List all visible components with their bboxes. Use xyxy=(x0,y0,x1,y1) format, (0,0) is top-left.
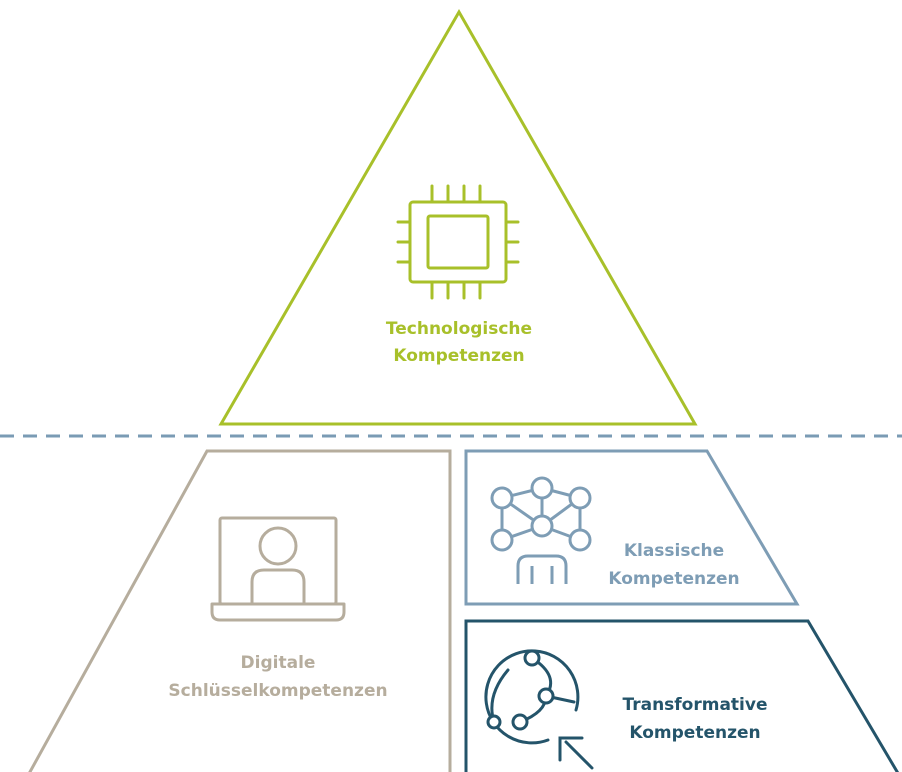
digital-trapezoid xyxy=(28,449,452,772)
laptop-user-icon xyxy=(210,516,346,622)
digital-label-line1: Digitale xyxy=(241,653,316,673)
technological-triangle xyxy=(218,8,698,426)
transformative-trapezoid xyxy=(464,619,900,772)
globe-network-cursor-icon xyxy=(484,649,594,770)
classic-label-line2: Kompetenzen xyxy=(608,569,739,589)
digital-section: Digitale Schlüsselkompetenzen xyxy=(28,449,452,772)
technological-label-line1: Technologische xyxy=(386,319,532,339)
digital-label-line2: Schlüsselkompetenzen xyxy=(168,681,387,701)
transformative-label-line1: Transformative xyxy=(622,695,767,715)
technological-label-line2: Kompetenzen xyxy=(393,346,524,366)
classic-section: Klassische Kompetenzen xyxy=(464,449,800,606)
network-person-icon xyxy=(490,476,592,584)
transformative-section: Transformative Kompetenzen xyxy=(464,619,900,772)
technological-section: Technologische Kompetenzen xyxy=(218,8,698,426)
classic-label-line1: Klassische xyxy=(624,541,724,561)
transformative-label-line2: Kompetenzen xyxy=(629,723,760,743)
cpu-chip-icon xyxy=(396,184,520,300)
classic-trapezoid xyxy=(464,449,800,606)
